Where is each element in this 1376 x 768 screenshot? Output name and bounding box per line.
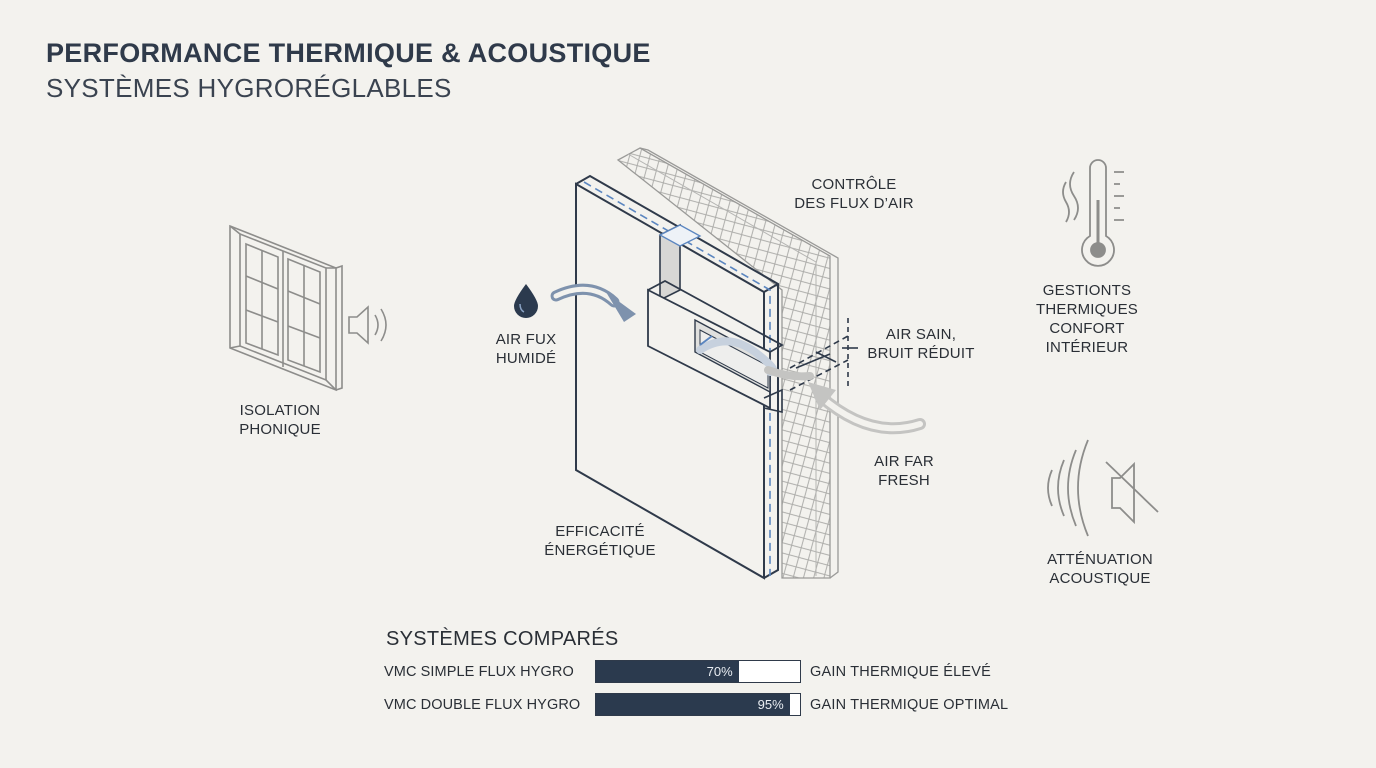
fresh-air-label: AIR FAR FRESH — [874, 453, 934, 489]
humid-air-label: AIR FUX HUMIDÉ — [495, 331, 557, 367]
air-control-label: CONTRÔLE DES FLUX D’AIR — [794, 176, 914, 212]
window-icon — [229, 224, 343, 392]
thermometer-icon — [1062, 159, 1124, 267]
performance-bar-fill — [596, 661, 739, 682]
gain-label: GAIN THERMIQUE OPTIMAL — [810, 697, 1009, 713]
comparison-title: SYSTÈMES COMPARÉS — [386, 628, 619, 650]
mute-icon — [1105, 461, 1159, 525]
performance-value: 70% — [706, 664, 733, 679]
air-outlet-damper — [789, 318, 858, 391]
performance-bar: 70% — [595, 660, 801, 683]
acoustic-attenuation-label: ATTÉNUATION ACOUSTIQUE — [1047, 551, 1153, 587]
efficiency-label: EFFICACITÉ ÉNERGÉTIQUE — [544, 523, 656, 559]
performance-value: 95% — [757, 697, 784, 712]
performance-bar: 95% — [595, 693, 801, 716]
water-drop-icon — [514, 284, 538, 318]
system-label: VMC SIMPLE FLUX HYGRO — [384, 664, 574, 680]
phonic-insulation-label: ISOLATION PHONIQUE — [239, 402, 321, 438]
speaker-icon — [348, 305, 387, 345]
performance-bar-fill — [596, 694, 790, 715]
system-label: VMC DOUBLE FLUX HYGRO — [384, 697, 581, 713]
gain-label: GAIN THERMIQUE ÉLEVÉ — [810, 664, 991, 680]
thermal-management-label: GESTIONTS THERMIQUES CONFORT INTÉRIEUR — [1035, 282, 1138, 356]
clean-air-label: AIR SAIN, BRUIT RÉDUIT — [867, 326, 975, 362]
sound-waves-icon — [1047, 439, 1089, 537]
page-subtitle: SYSTÈMES HYGRORÉGLABLES — [46, 73, 452, 103]
page-title: PERFORMANCE THERMIQUE & ACOUSTIQUE — [46, 38, 651, 68]
